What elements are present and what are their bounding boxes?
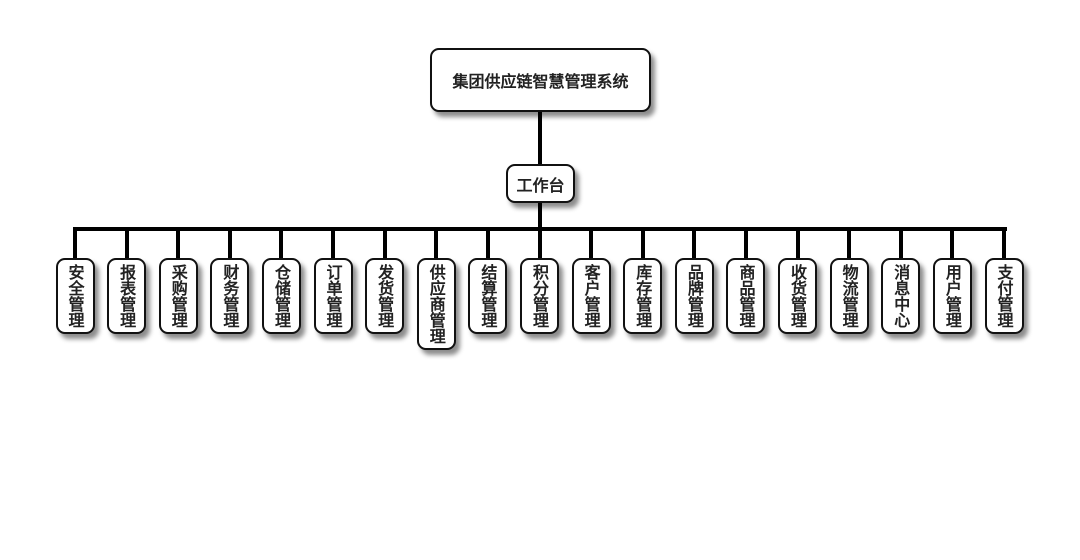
module-label: 结算管理 <box>478 264 498 328</box>
module-label: 客户管理 <box>581 264 601 328</box>
connector-child <box>124 229 129 259</box>
module-label: 支付管理 <box>994 264 1014 328</box>
connector-child <box>331 229 336 259</box>
connector-child <box>382 229 387 259</box>
module-node[interactable]: 消息中心 <box>881 258 921 334</box>
module-node[interactable]: 订单管理 <box>313 258 353 334</box>
module-node[interactable]: 仓储管理 <box>261 258 301 334</box>
connector-child <box>640 229 645 259</box>
module-label: 库存管理 <box>633 264 653 328</box>
module-label: 订单管理 <box>323 264 343 328</box>
module-node[interactable]: 发货管理 <box>365 258 405 334</box>
connector-child <box>537 229 542 259</box>
module-node[interactable]: 安全管理 <box>55 258 95 334</box>
connector-child <box>847 229 852 259</box>
connector-child <box>898 229 903 259</box>
module-node[interactable]: 用户管理 <box>932 258 972 334</box>
hub-node-workbench[interactable]: 工作台 <box>506 164 575 203</box>
connector-root-hub <box>538 112 542 164</box>
connector-child <box>589 229 594 259</box>
module-node[interactable]: 采购管理 <box>158 258 198 334</box>
module-node[interactable]: 报表管理 <box>107 258 147 334</box>
module-node[interactable]: 支付管理 <box>984 258 1024 334</box>
module-label: 商品管理 <box>736 264 756 328</box>
module-node[interactable]: 财务管理 <box>210 258 250 334</box>
connector-child <box>743 229 748 259</box>
module-label: 安全管理 <box>65 264 85 328</box>
module-node[interactable]: 客户管理 <box>571 258 611 334</box>
module-label: 财务管理 <box>220 264 240 328</box>
connector-child <box>279 229 284 259</box>
module-label: 发货管理 <box>375 264 395 328</box>
connector-hub-bus <box>538 203 542 230</box>
module-label: 报表管理 <box>117 264 137 328</box>
connector-child <box>950 229 955 259</box>
module-label: 供应商管理 <box>426 264 446 344</box>
module-label: 仓储管理 <box>271 264 291 328</box>
module-label: 物流管理 <box>839 264 859 328</box>
module-node[interactable]: 供应商管理 <box>416 258 456 350</box>
connector-child <box>1002 229 1006 259</box>
module-node[interactable]: 收货管理 <box>778 258 818 334</box>
module-node[interactable]: 结算管理 <box>468 258 508 334</box>
module-label: 收货管理 <box>788 264 808 328</box>
module-node[interactable]: 商品管理 <box>726 258 766 334</box>
module-label: 积分管理 <box>530 264 549 328</box>
root-node[interactable]: 集团供应链智慧管理系统 <box>430 48 651 112</box>
module-label: 品牌管理 <box>684 264 704 328</box>
module-node[interactable]: 品牌管理 <box>674 258 714 334</box>
connector-child <box>73 229 77 259</box>
module-label: 消息中心 <box>891 264 911 328</box>
module-label: 用户管理 <box>942 264 962 328</box>
module-label: 采购管理 <box>168 264 188 328</box>
connector-child <box>176 229 181 259</box>
connector-child <box>434 229 439 259</box>
root-label: 集团供应链智慧管理系统 <box>452 72 629 91</box>
hub-label: 工作台 <box>516 175 565 195</box>
module-node[interactable]: 物流管理 <box>829 258 869 334</box>
connector-child <box>692 229 697 259</box>
connector-child <box>485 229 490 259</box>
connector-child <box>227 229 232 259</box>
module-node[interactable]: 库存管理 <box>623 258 663 334</box>
connector-child <box>795 229 800 259</box>
module-node[interactable]: 积分管理 <box>520 258 559 334</box>
